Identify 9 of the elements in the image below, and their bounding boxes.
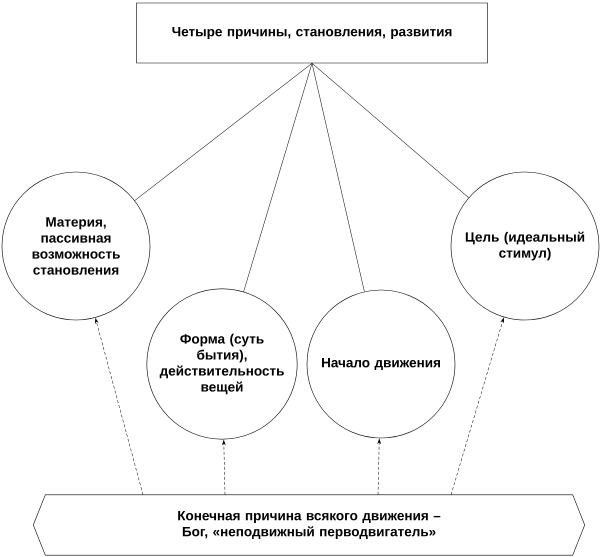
connector-line: [134, 63, 312, 201]
arrow: [377, 438, 381, 496]
connector-line: [312, 63, 469, 198]
arrow: [95, 318, 144, 496]
arrow: [450, 318, 504, 496]
connector-line: [243, 63, 312, 292]
arrow: [222, 440, 226, 496]
title-box: Четыре причины, становления, развития: [136, 2, 488, 64]
connector-line: [312, 63, 365, 292]
